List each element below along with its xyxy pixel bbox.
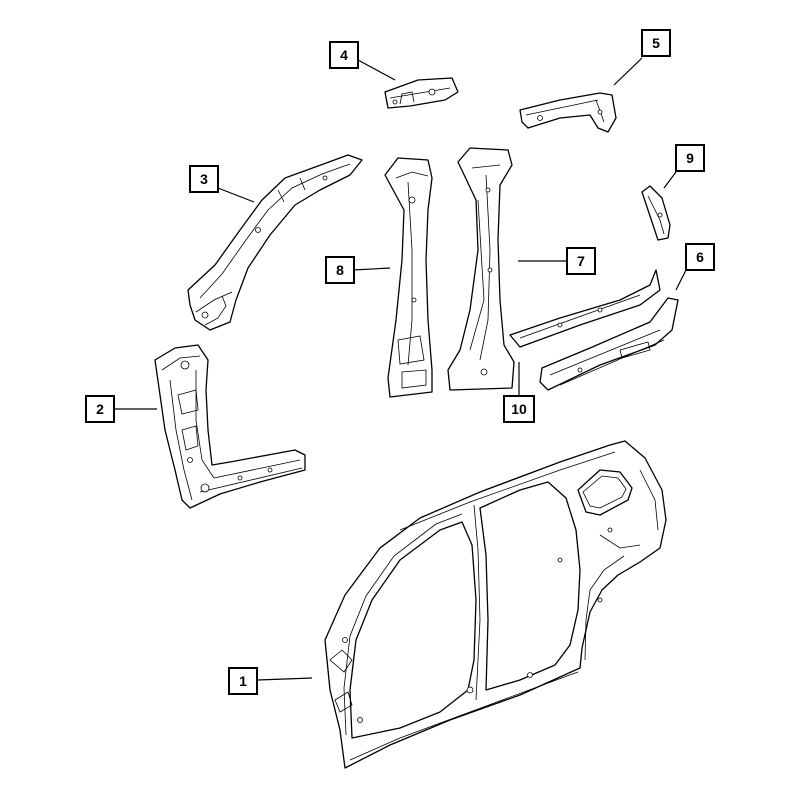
callout-8-label: 8 <box>336 262 344 278</box>
callout-8[interactable]: 8 <box>325 256 355 284</box>
callout-4-label: 4 <box>340 47 348 63</box>
callout-10[interactable]: 10 <box>503 395 535 423</box>
callout-2-label: 2 <box>96 401 104 417</box>
callout-9[interactable]: 9 <box>675 144 705 172</box>
part-1-body-side-aperture[interactable] <box>324 440 667 769</box>
callout-2[interactable]: 2 <box>85 395 115 423</box>
callout-3[interactable]: 3 <box>189 165 219 193</box>
part-2-a-pillar-lower-sill[interactable] <box>154 344 306 509</box>
part-4-roof-rail-bracket[interactable] <box>384 77 459 109</box>
part-8-b-pillar-inner[interactable] <box>384 157 433 398</box>
callout-4[interactable]: 4 <box>329 41 359 69</box>
callout-7-label: 7 <box>577 253 585 269</box>
callout-1[interactable]: 1 <box>228 667 258 695</box>
callout-6-label: 6 <box>696 249 704 265</box>
callout-6[interactable]: 6 <box>685 243 715 271</box>
callout-10-label: 10 <box>511 401 527 417</box>
callout-7[interactable]: 7 <box>566 247 596 275</box>
callout-9-label: 9 <box>686 150 694 166</box>
callout-5-label: 5 <box>652 35 660 51</box>
part-3-a-pillar-upper[interactable] <box>187 154 363 331</box>
part-9-bracket[interactable] <box>641 185 671 241</box>
part-6-rocker-panel[interactable] <box>539 297 679 391</box>
callout-5[interactable]: 5 <box>641 29 671 57</box>
part-7-b-pillar-reinforcement[interactable] <box>447 147 515 391</box>
callout-1-label: 1 <box>239 673 247 689</box>
callout-3-label: 3 <box>200 171 208 187</box>
part-10-sill-reinforcement[interactable] <box>509 269 661 348</box>
leader-lines <box>114 57 687 681</box>
part-5-roof-rail-rear[interactable] <box>519 92 617 133</box>
